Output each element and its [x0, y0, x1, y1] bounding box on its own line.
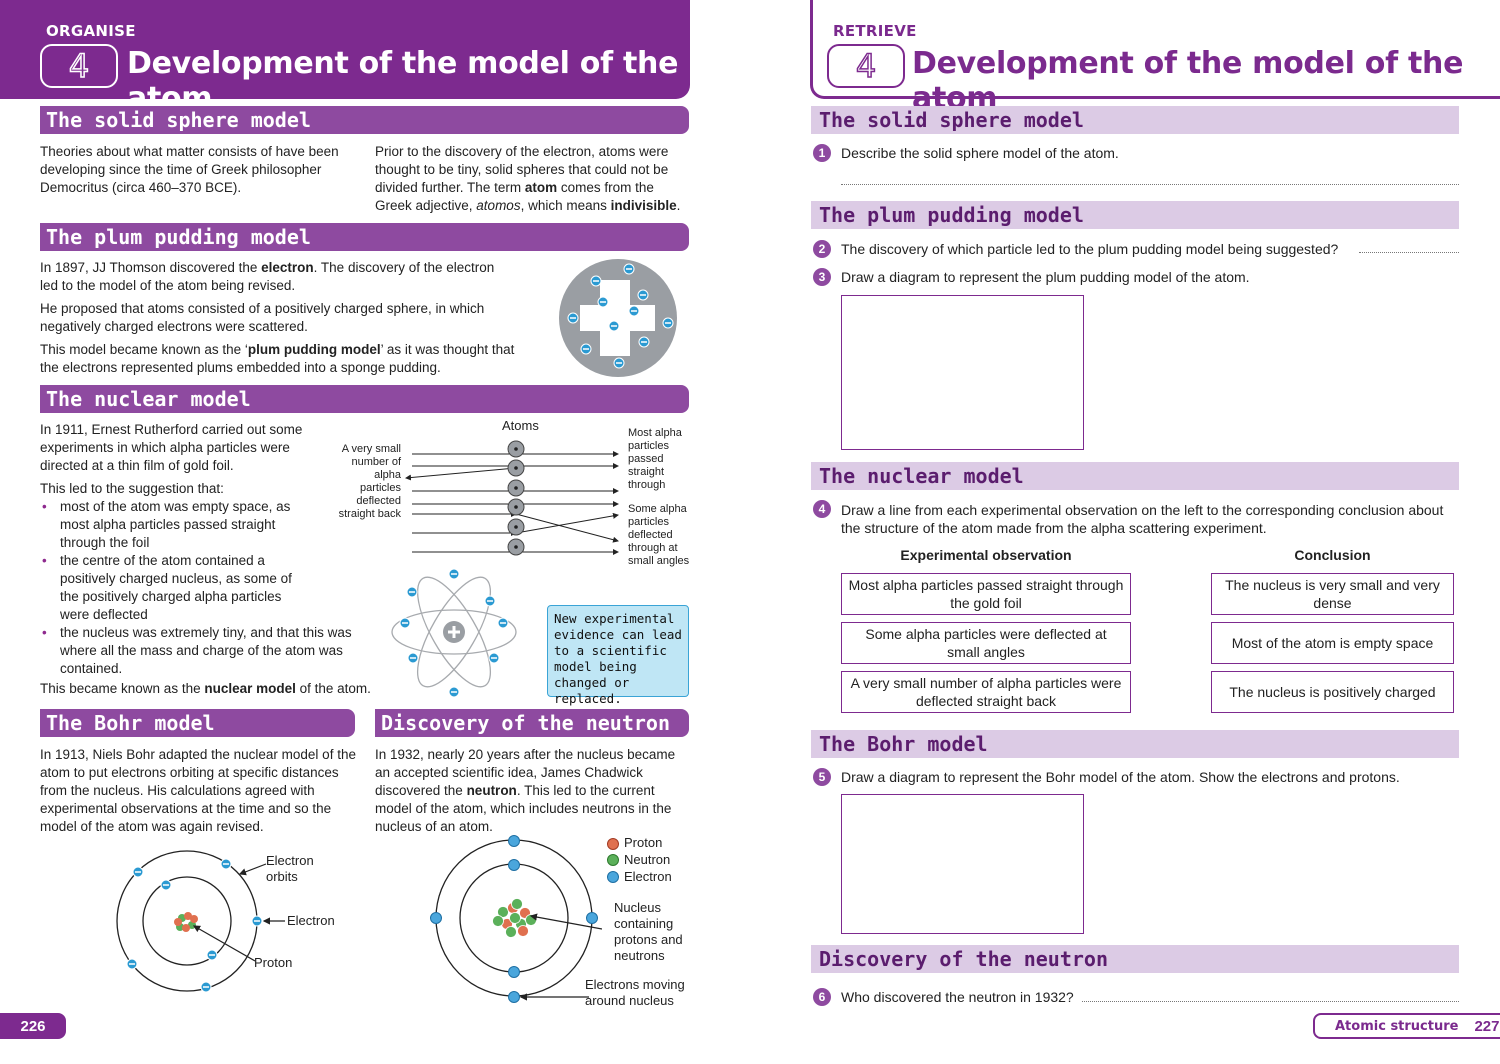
heading-bohr: The Bohr model: [40, 709, 355, 737]
conclusion-box[interactable]: Most of the atom is empty space: [1211, 622, 1454, 664]
answer-line-1[interactable]: [841, 184, 1459, 185]
bohr-orbits-label: Electron orbits: [266, 853, 314, 884]
heading-solid-sphere: The solid sphere model: [40, 106, 689, 134]
nuclear-bullet: most of the atom was empty space, as mos…: [40, 498, 305, 552]
heading-neutron: Discovery of the neutron: [375, 709, 689, 737]
plum-pudding-diagram: [559, 259, 677, 377]
plum-para-1: In 1897, JJ Thomson discovered the elect…: [40, 260, 495, 293]
heading-nuclear-r: The nuclear model: [811, 462, 1459, 490]
nuclear-para-1: In 1911, Ernest Rutherford carried out s…: [40, 422, 303, 473]
page-title-right: Development of the model of the atom: [912, 46, 1464, 116]
question-text: Who discovered the neutron in 1932?: [841, 989, 1074, 1005]
answer-line-2[interactable]: [1359, 252, 1459, 253]
solid-sphere-col2: Prior to the discovery of the electron, …: [375, 144, 681, 213]
neutron-atom-diagram: [430, 835, 602, 1003]
legend-neutron: Neutron: [624, 852, 671, 867]
question-number: 2: [813, 240, 831, 258]
nuclear-atom-diagram: [391, 568, 517, 698]
col-head-conclusion: Conclusion: [1294, 547, 1371, 563]
question-number: 6: [813, 988, 831, 1006]
nuclear-text: In 1911, Ernest Rutherford carried out s…: [40, 421, 385, 703]
heading-nuclear-model: The nuclear model: [40, 385, 689, 413]
bohr-diagram: [116, 850, 285, 993]
question-number: 1: [813, 144, 831, 162]
question-number: 3: [813, 268, 831, 286]
bohr-electron-label: Electron: [287, 913, 335, 928]
callout-box: New experimental evidence can lead to a …: [547, 605, 689, 706]
nuclear-para-2: This led to the suggestion that:: [40, 481, 224, 496]
bohr-proton-label: Proton: [254, 955, 293, 970]
question-text: Draw a line from each experimental obser…: [841, 502, 1444, 536]
answer-line-6[interactable]: [1082, 1001, 1459, 1002]
small-angles-label: Some alpha particles deflected through a…: [628, 503, 690, 567]
legend-proton: Proton: [624, 835, 663, 850]
question-number: 5: [813, 768, 831, 786]
nuclear-para-3: This became known as the nuclear model o…: [40, 681, 371, 696]
observation-box[interactable]: Most alpha particles passed straight thr…: [841, 573, 1131, 615]
neutron-text: In 1932, nearly 20 years after the nucle…: [375, 747, 676, 834]
question-text: The discovery of which particle led to t…: [841, 241, 1339, 257]
plum-para-2: He proposed that atoms consisted of a po…: [40, 301, 485, 334]
heading-plum-pudding-r: The plum pudding model: [811, 201, 1459, 229]
heading-solid-sphere-r: The solid sphere model: [811, 106, 1459, 134]
footer-right: Atomic structure 227: [1313, 1013, 1500, 1039]
question-text: Draw a diagram to represent the plum pud…: [841, 269, 1250, 285]
question-text: Draw a diagram to represent the Bohr mod…: [841, 769, 1400, 785]
section-label-right: RETRIEVE: [833, 22, 917, 40]
drawing-box-bohr[interactable]: [841, 794, 1084, 934]
heading-plum-pudding: The plum pudding model: [40, 223, 689, 251]
legend-electron: Electron: [624, 869, 672, 884]
page-number-right: 227: [1474, 1017, 1500, 1035]
conclusion-box[interactable]: The nucleus is positively charged: [1211, 671, 1454, 713]
alpha-scattering-diagram: [405, 440, 619, 556]
plum-para-3: This model became known as the ‘plum pud…: [40, 342, 515, 375]
bohr-text: In 1913, Niels Bohr adapted the nuclear …: [40, 747, 356, 834]
electrons-moving-label: Electrons moving around nucleus: [585, 977, 685, 1008]
question-text: Describe the solid sphere model of the a…: [841, 145, 1119, 161]
page-number-left: 226: [0, 1013, 66, 1039]
nuclear-bullets: most of the atom was empty space, as mos…: [40, 498, 385, 678]
atoms-label: Atoms: [502, 418, 539, 433]
left-header-banner: ORGANISE 4 Development of the model of t…: [0, 0, 690, 116]
question-number: 4: [813, 500, 831, 518]
right-header-banner: RETRIEVE 4 Development of the model of t…: [810, 0, 1500, 116]
deflected-back-label: A very small number of alpha particles d…: [338, 443, 401, 520]
observation-box[interactable]: A very small number of alpha particles w…: [841, 671, 1131, 713]
section-label: ORGANISE: [46, 22, 136, 40]
observation-box[interactable]: Some alpha particles were deflected at s…: [841, 622, 1131, 664]
chapter-number: 4: [40, 44, 118, 88]
heading-bohr-r: The Bohr model: [811, 730, 1459, 758]
conclusion-box[interactable]: The nucleus is very small and very dense: [1211, 573, 1454, 615]
passed-through-label: Most alpha particles passed straight thr…: [628, 427, 682, 491]
drawing-box-plum-pudding[interactable]: [841, 295, 1084, 450]
chapter-number-right: 4: [827, 44, 905, 88]
nuclear-bullet: the nucleus was extremely tiny, and that…: [40, 624, 360, 678]
col-head-observation: Experimental observation: [900, 547, 1072, 563]
page-title: Development of the model of the atom: [127, 46, 679, 116]
nucleus-label: Nucleus containing protons and neutrons: [614, 900, 683, 963]
heading-neutron-r: Discovery of the neutron: [811, 945, 1459, 973]
solid-sphere-col1: Theories about what matter consists of h…: [40, 144, 339, 195]
plum-pudding-text: In 1897, JJ Thomson discovered the elect…: [40, 259, 515, 382]
nuclear-bullet: the centre of the atom contained a posit…: [40, 552, 305, 624]
neutron-legend-dots: [607, 838, 619, 883]
footer-section: Atomic structure: [1335, 1018, 1459, 1034]
